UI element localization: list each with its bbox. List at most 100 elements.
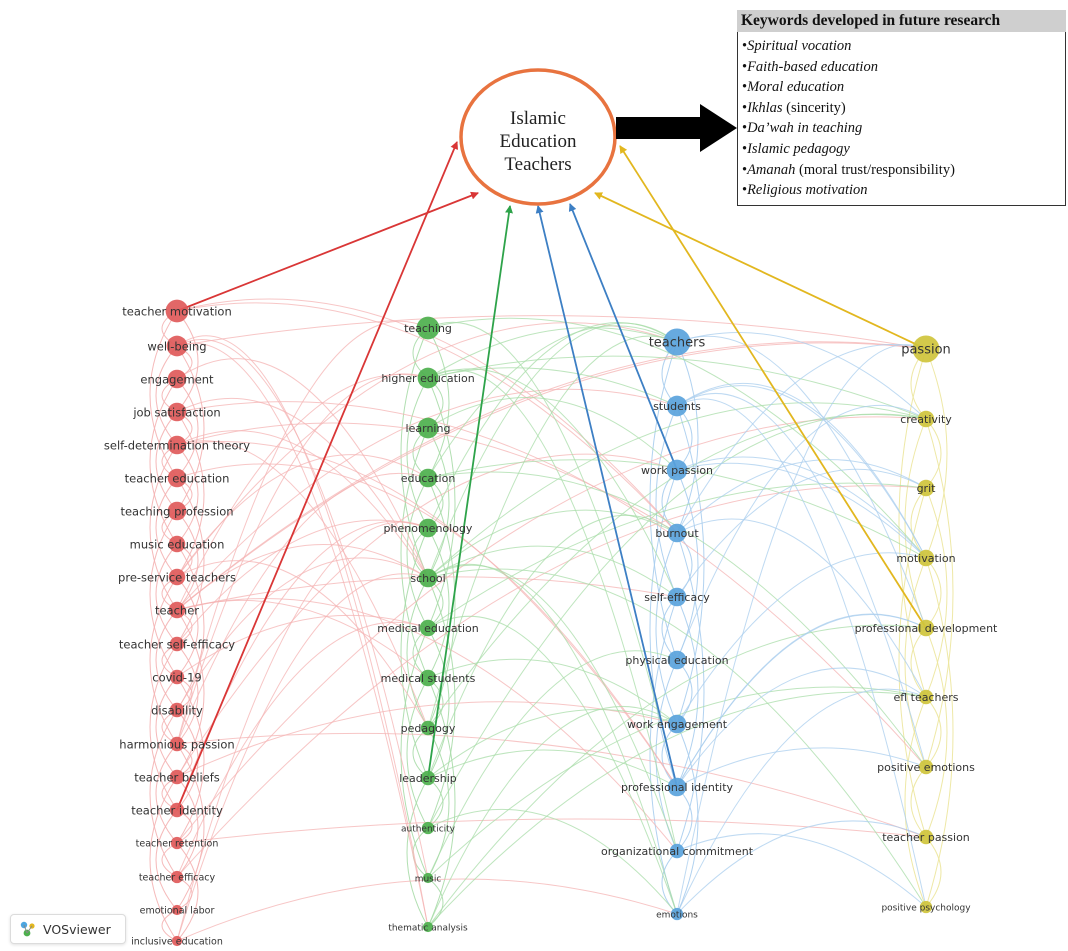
vosviewer-logo[interactable]: VOSviewer [10, 914, 126, 944]
keyword-node[interactable] [418, 568, 438, 588]
keyword-label: music [415, 875, 442, 885]
keyword-node[interactable] [667, 777, 687, 797]
cooccurrence-link [406, 777, 429, 928]
keyword-node[interactable] [666, 459, 688, 481]
keyword-node[interactable] [169, 702, 185, 718]
keyword-node[interactable] [170, 870, 184, 884]
cooccurrence-link [155, 809, 178, 911]
keyword-node[interactable] [918, 759, 934, 775]
cooccurrence-link [904, 557, 927, 768]
keyword-node[interactable] [169, 669, 185, 685]
keyword-node[interactable] [167, 402, 187, 422]
cooccurrence-link [176, 315, 927, 350]
cooccurrence-link [427, 677, 456, 928]
keyword-node[interactable] [917, 479, 935, 497]
cooccurrence-link [427, 650, 678, 879]
keyword-label: organizational commitment [601, 845, 754, 858]
keyword-node[interactable] [918, 829, 934, 845]
cooccurrence-link [176, 676, 205, 844]
cooccurrence-link [176, 373, 429, 745]
keyword-node[interactable] [669, 843, 685, 859]
keyword-node[interactable] [663, 328, 691, 356]
keyword-node[interactable] [420, 720, 436, 736]
keyword-node[interactable] [169, 802, 185, 818]
cooccurrence-link [176, 818, 927, 844]
cooccurrence-link [676, 723, 699, 915]
keyword-label: positive psychology [881, 904, 971, 914]
keyword-node[interactable] [169, 769, 185, 785]
arrows-layer [176, 141, 927, 811]
cooccurrence-link [427, 427, 450, 579]
keyword-node[interactable] [167, 468, 187, 488]
keyword-node[interactable] [667, 587, 687, 607]
keyword-node[interactable] [670, 907, 684, 921]
keyword-node[interactable] [419, 669, 437, 687]
keyword-node[interactable] [167, 501, 187, 521]
keyword-label: teacher self-efficacy [119, 638, 235, 652]
keyword-node[interactable] [419, 619, 437, 637]
keyword-item: •Amanah (moral trust/responsibility) [742, 161, 955, 178]
keyword-node[interactable] [418, 518, 438, 538]
cooccurrence-link [898, 348, 927, 698]
keyword-node[interactable] [667, 523, 687, 543]
keyword-node[interactable] [416, 316, 440, 340]
cooccurrence-link [176, 416, 927, 844]
keyword-item: •Spiritual vocation [742, 38, 852, 54]
cooccurrence-link [176, 444, 199, 545]
keyword-node[interactable] [417, 417, 439, 439]
keyword-node[interactable] [667, 650, 687, 670]
keyword-node[interactable] [170, 836, 184, 850]
keyword-node[interactable] [420, 770, 436, 786]
cooccurrence-link [427, 615, 678, 915]
keyword-node[interactable] [171, 904, 183, 916]
cooccurrence-link [427, 777, 444, 829]
keyword-label: medical students [381, 672, 476, 685]
keyword-node[interactable] [666, 395, 688, 417]
keyword-node[interactable] [919, 900, 933, 914]
cooccurrence-link [149, 310, 178, 479]
keyword-node[interactable] [167, 435, 187, 455]
keyword-node[interactable] [167, 369, 187, 389]
cooccurrence-link [155, 743, 178, 844]
cooccurrence-link [676, 667, 927, 788]
keyword-node[interactable] [171, 935, 183, 947]
cooccurrence-link [427, 627, 450, 779]
keyword-node[interactable] [917, 619, 935, 637]
keyword-node[interactable] [168, 535, 186, 553]
keyword-node[interactable] [917, 549, 935, 567]
cooccurrence-link [427, 322, 678, 788]
keyword-node[interactable] [169, 736, 185, 752]
cooccurrence-link [149, 709, 178, 878]
keyword-label: teacher motivation [122, 305, 232, 319]
future-keywords-list: •Spiritual vocation •Faith-based educati… [737, 32, 1066, 206]
keyword-node[interactable] [166, 335, 188, 357]
cooccurrence-link [925, 348, 948, 559]
cooccurrence-link [676, 398, 927, 908]
keyword-node[interactable] [421, 821, 435, 835]
cooccurrence-link [176, 743, 205, 911]
keyword-node[interactable] [912, 335, 940, 363]
cooccurrence-link [400, 427, 429, 679]
keyword-label: teaching [404, 322, 452, 335]
keyword-node[interactable] [165, 299, 189, 323]
nodes-layer: teacher motivationwell-beingengagementjo… [104, 299, 998, 948]
cooccurrence-link [155, 676, 178, 778]
keyword-node[interactable] [918, 689, 934, 705]
keyword-node[interactable] [168, 568, 186, 586]
keyword-node[interactable] [418, 468, 438, 488]
keyword-node[interactable] [422, 921, 434, 933]
keyword-label: medical education [377, 622, 478, 635]
keyword-node[interactable] [667, 714, 687, 734]
keyword-label: motivation [896, 552, 955, 565]
cooccurrence-link [176, 341, 927, 611]
keyword-node[interactable] [168, 601, 186, 619]
keyword-node[interactable] [422, 872, 434, 884]
cooccurrence-link [427, 564, 678, 852]
keyword-node[interactable] [169, 636, 185, 652]
keyword-node[interactable] [417, 367, 439, 389]
cooccurrence-link [427, 368, 678, 598]
keyword-label: harmonious passion [119, 738, 234, 752]
keyword-label: phenomenology [384, 522, 473, 535]
keyword-label: teaching profession [120, 505, 233, 519]
keyword-node[interactable] [917, 410, 935, 428]
